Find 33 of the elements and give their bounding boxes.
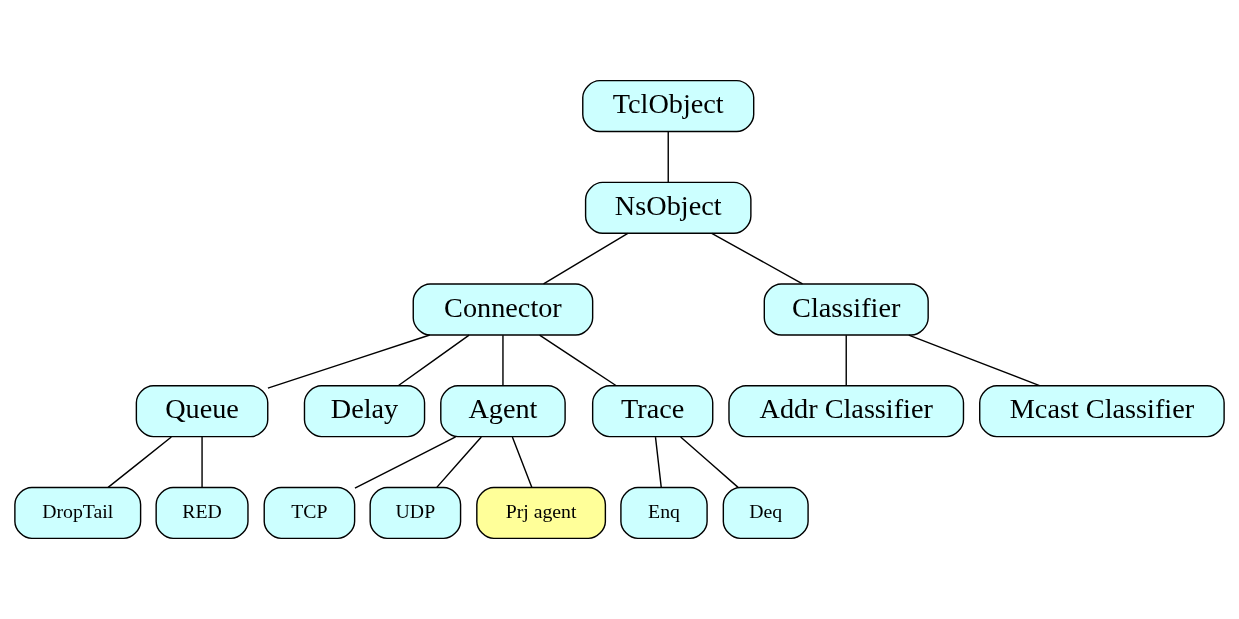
- connector: [267, 334, 431, 389]
- node-box: Deq: [722, 486, 809, 540]
- connector: [711, 232, 804, 285]
- connector: [511, 436, 533, 489]
- node-box: RED: [155, 486, 249, 540]
- node-box: Prj agent: [476, 486, 607, 540]
- node-box: Classifier: [763, 283, 929, 336]
- connector: [502, 334, 504, 387]
- node-box: Addr Classifier: [728, 385, 965, 438]
- node-box: UDP: [369, 486, 462, 540]
- connector: [667, 131, 669, 183]
- connector: [845, 334, 847, 387]
- node-box: NsObject: [584, 181, 752, 234]
- node-box: Agent: [440, 385, 566, 438]
- node-box: TCP: [263, 486, 356, 540]
- connector: [542, 232, 629, 285]
- node-box: Delay: [303, 385, 426, 438]
- connector: [908, 334, 1041, 387]
- connector: [354, 436, 457, 489]
- node-box: Mcast Classifier: [979, 385, 1225, 438]
- connector: [654, 436, 662, 489]
- connector: [397, 334, 470, 387]
- node-box: Connector: [412, 283, 594, 336]
- node-box: Trace: [591, 385, 714, 438]
- connector: [679, 436, 739, 489]
- node-box: Enq: [620, 486, 708, 540]
- node-box: DropTail: [14, 486, 142, 540]
- node-box: TclObject: [582, 79, 755, 133]
- connector: [201, 436, 203, 489]
- connector: [107, 436, 173, 489]
- connector: [436, 436, 482, 489]
- connector: [538, 334, 617, 387]
- node-box: Queue: [135, 385, 269, 438]
